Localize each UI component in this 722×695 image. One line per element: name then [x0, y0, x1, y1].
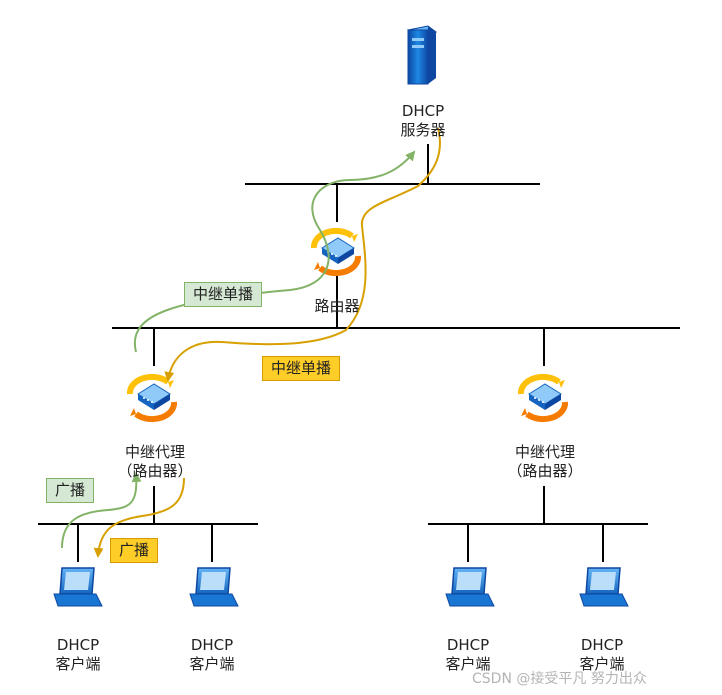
relay-left-router-icon	[130, 377, 174, 419]
core-router-label: 路由器	[314, 297, 360, 315]
tag-unicast-up: 中继单播	[184, 282, 263, 307]
client-1-laptop-icon	[53, 567, 103, 607]
green-flow-broadcast-up	[61, 472, 142, 549]
client-3-laptop-icon	[445, 567, 495, 607]
tag-unicast-down: 中继单播	[262, 356, 341, 381]
orange-flow-unicast-down	[164, 127, 441, 382]
network-lines	[38, 144, 680, 562]
orange-flow-broadcast-down	[93, 477, 185, 558]
watermark: CSDN @接受平凡 努力出众	[472, 671, 647, 687]
client-2-label: DHCP 客户端	[189, 636, 235, 673]
relay-left-label: 中继代理 （路由器）	[117, 443, 193, 480]
client-4-laptop-icon	[579, 567, 629, 607]
client-2-laptop-icon	[189, 567, 239, 607]
relay-right-label: 中继代理 （路由器）	[507, 443, 583, 480]
tag-broadcast-up: 广播	[46, 478, 95, 503]
client-3-label: DHCP 客户端	[445, 636, 491, 673]
relay-right-router-icon	[521, 377, 565, 419]
tag-broadcast-down: 广播	[110, 538, 159, 563]
client-4-label: DHCP 客户端	[579, 636, 625, 673]
client-1-label: DHCP 客户端	[55, 636, 101, 673]
green-flow-unicast-up	[133, 150, 416, 353]
core-router-icon	[314, 231, 358, 273]
server-label: DHCP 服务器	[400, 102, 446, 139]
server-icon	[406, 25, 438, 85]
